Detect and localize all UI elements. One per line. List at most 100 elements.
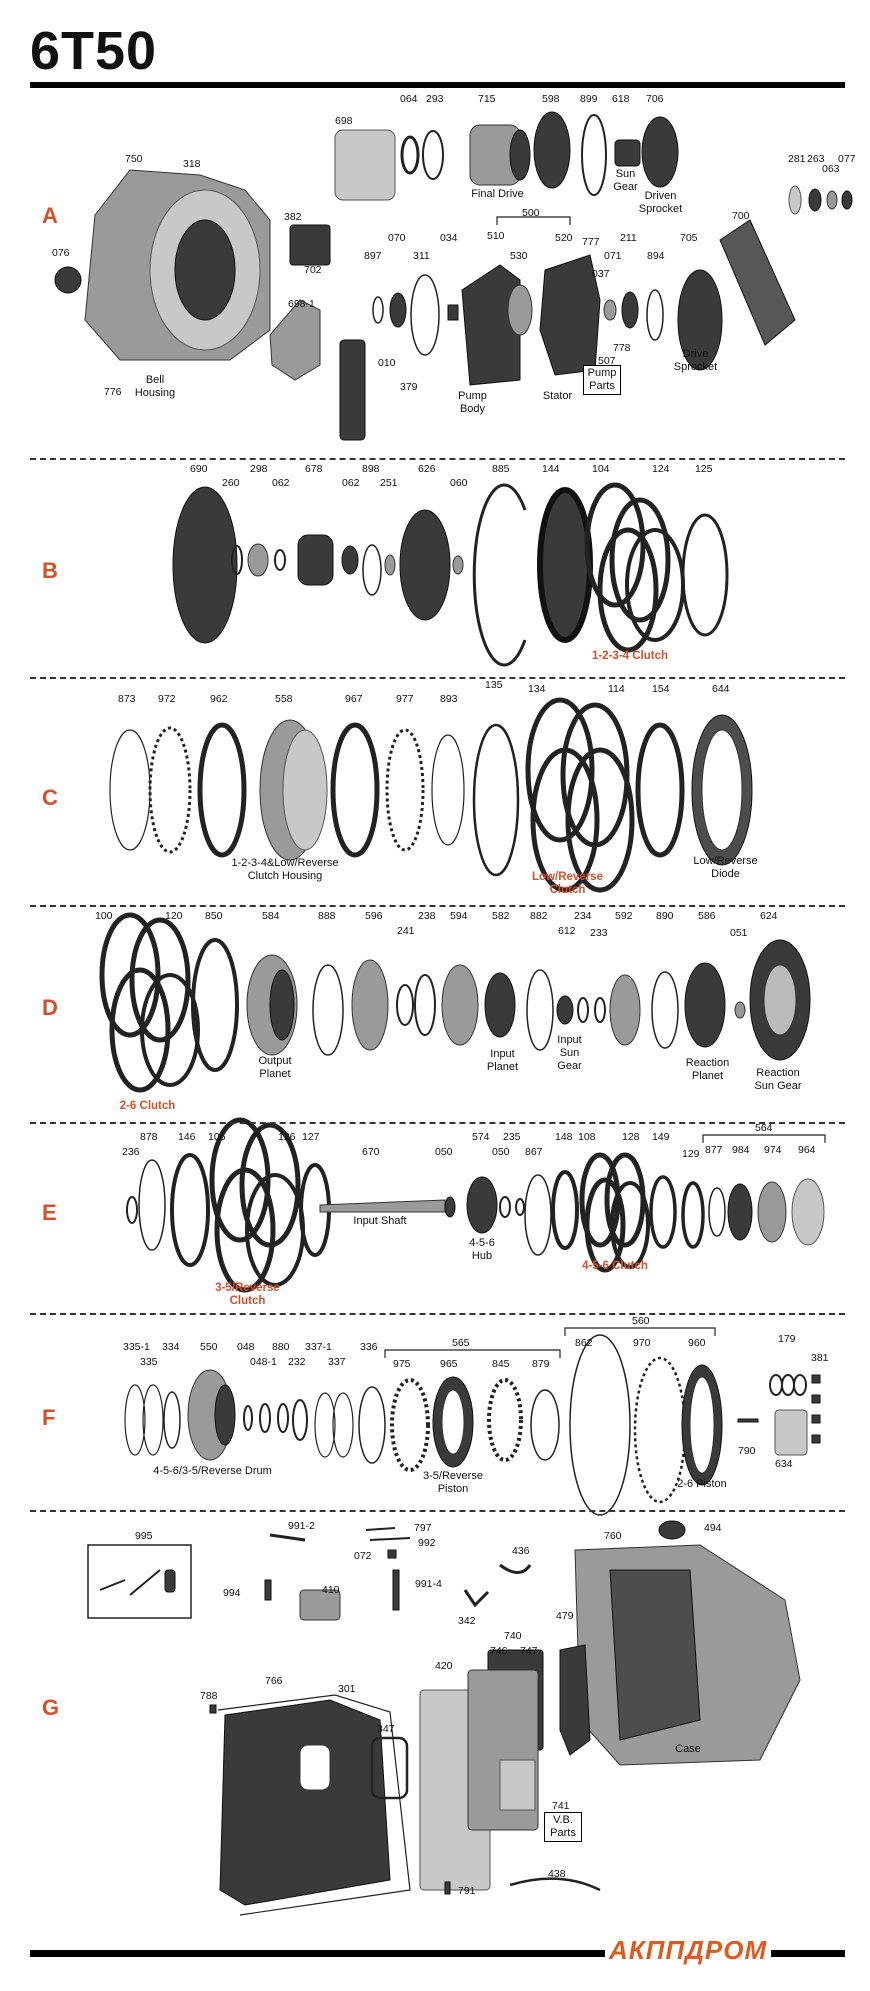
part-number: 347 — [377, 1723, 395, 1735]
section-label-c: C — [42, 785, 58, 810]
part-010-drawing — [339, 339, 366, 441]
drive-sprocket-drawing — [677, 269, 723, 371]
part-number: 436 — [512, 1545, 530, 1557]
caption-sun-gear: Sun Gear — [613, 168, 638, 193]
part-number: 705 — [680, 232, 698, 244]
chain-700-drawing — [719, 219, 796, 346]
part-number: 791 — [458, 1885, 476, 1897]
part-number: 975 — [393, 1358, 411, 1370]
case-drawing — [574, 1544, 801, 1766]
bell-housing-drawing — [84, 169, 271, 361]
part-number: 051 — [730, 927, 748, 939]
part-number: 992 — [418, 1537, 436, 1549]
section-divider — [30, 905, 845, 907]
caption-stator: Stator — [542, 390, 573, 402]
stator-drawing — [539, 254, 601, 376]
part-number: 574 — [472, 1131, 490, 1143]
seal-076-drawing — [54, 266, 82, 294]
part-number: 251 — [380, 477, 398, 489]
part-number: 410 — [322, 1584, 340, 1596]
part-number: 991-4 — [415, 1578, 442, 1590]
part-702-drawing — [289, 224, 331, 266]
part-number: 740 — [504, 1630, 522, 1642]
part-number: 893 — [440, 693, 458, 705]
part-number: 885 — [492, 463, 510, 475]
part-number: 634 — [775, 1458, 793, 1470]
part-number: 336 — [360, 1341, 378, 1353]
caption-clutch-housing: 1-2-3-4&Low/Reverse Clutch Housing — [231, 857, 339, 882]
part-number: 626 — [418, 463, 436, 475]
part-number: 878 — [140, 1131, 158, 1143]
part-number: 179 — [778, 1333, 796, 1345]
part-number: 337-1 — [305, 1341, 332, 1353]
part-number: 897 — [364, 250, 382, 262]
part-number: 877 — [705, 1144, 723, 1156]
part-number: 560 — [632, 1315, 650, 1327]
caption-driven-sprocket: Driven Sprocket — [638, 190, 683, 215]
part-number: 134 — [528, 683, 546, 695]
part-number: 984 — [732, 1144, 750, 1156]
part-number: 970 — [633, 1337, 651, 1349]
part-number: 135 — [485, 679, 503, 691]
part-number: 335-1 — [123, 1341, 150, 1353]
part-number: 777 — [582, 236, 600, 248]
part-number: 072 — [354, 1550, 372, 1562]
caption-input-planet: Input Planet — [486, 1048, 519, 1073]
section-divider — [30, 1313, 845, 1315]
oil-pan-drawing — [219, 1699, 391, 1906]
part-number: 129 — [682, 1148, 700, 1160]
part-number: 967 — [345, 693, 363, 705]
reaction-planet-drawing — [684, 962, 726, 1048]
part-number: 381 — [811, 1352, 829, 1364]
part-698-1-drawing — [269, 299, 321, 381]
part-number: 510 — [487, 230, 505, 242]
part-number: 050 — [492, 1146, 510, 1158]
part-number: 233 — [590, 927, 608, 939]
part-number: 100 — [95, 910, 113, 922]
part-number: 882 — [530, 910, 548, 922]
low-reverse-clutch-drawing — [525, 697, 635, 893]
part-number: 586 — [698, 910, 716, 922]
section-label-e: E — [42, 1200, 57, 1225]
clutch-1234-drawing — [584, 482, 685, 653]
part-number: 598 — [542, 93, 560, 105]
part-number: 690 — [190, 463, 208, 475]
part-number: 037 — [592, 268, 610, 280]
part-number: 977 — [396, 693, 414, 705]
part-number: 260 — [222, 477, 240, 489]
part-number: 241 — [397, 925, 415, 937]
part-number: 584 — [262, 910, 280, 922]
part-number: 894 — [647, 250, 665, 262]
top-rule — [30, 82, 845, 88]
part-number: 479 — [556, 1610, 574, 1622]
caption-pump-body: Pump Body — [458, 390, 487, 415]
part-381-drawing — [811, 1374, 821, 1444]
part-number: 965 — [440, 1358, 458, 1370]
part-number: 335 — [140, 1356, 158, 1368]
caption-clutch-456: 4-5-6 Clutch — [582, 1260, 648, 1272]
part-number: 960 — [688, 1337, 706, 1349]
clutch-35r-drawing — [209, 1117, 305, 1293]
caption-reaction-planet: Reaction Planet — [685, 1057, 730, 1082]
part-number: 048 — [237, 1341, 255, 1353]
part-number: 126 — [278, 1131, 296, 1143]
part-number: 746 — [490, 1645, 508, 1657]
driven-sprocket-drawing — [641, 116, 679, 188]
part-number: 700 — [732, 210, 750, 222]
part-number: 149 — [652, 1131, 670, 1143]
part-number: 565 — [452, 1337, 470, 1349]
caption-output-planet: Output Planet — [258, 1055, 292, 1080]
part-number: 558 — [275, 693, 293, 705]
final-drive-drawing — [469, 124, 531, 186]
part-number: 879 — [532, 1358, 550, 1370]
part-number: 760 — [604, 1530, 622, 1542]
caption-drum: 4-5-6/3-5/Reverse Drum — [153, 1465, 272, 1477]
part-number: 154 — [652, 683, 670, 695]
part-626-drawing — [399, 509, 451, 621]
part-number: 788 — [200, 1690, 218, 1702]
part-number: 706 — [646, 93, 664, 105]
hub-456-drawing — [466, 1176, 498, 1234]
part-number: 124 — [652, 463, 670, 475]
caption-hub-456: 4-5-6 Hub — [469, 1237, 495, 1262]
part-number: 298 — [250, 463, 268, 475]
